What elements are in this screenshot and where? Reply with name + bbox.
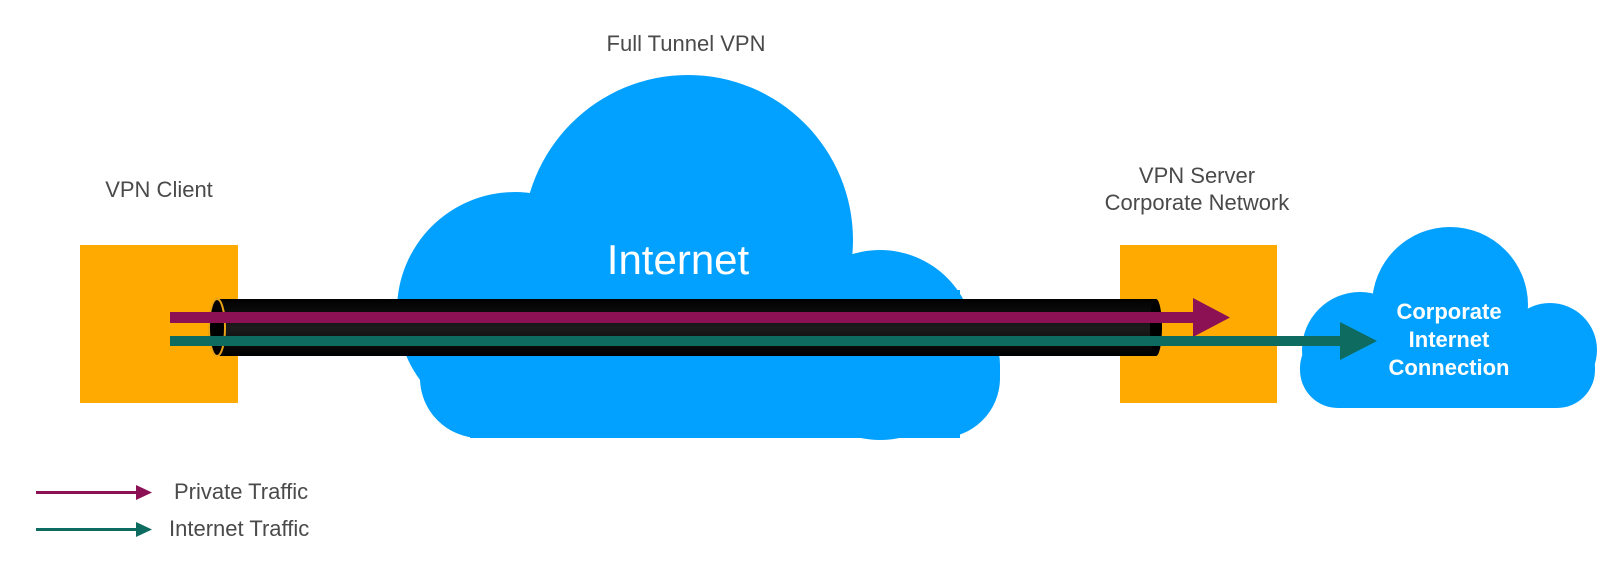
- tunnel-opening: [208, 298, 226, 357]
- legend-private-label: Private Traffic: [174, 479, 308, 504]
- corporate-network-label: Corporate Network: [1105, 190, 1291, 215]
- vpn-server-label: VPN Server: [1139, 163, 1255, 188]
- vpn-tunnel: [208, 298, 1162, 357]
- corporate-connection-line2: Internet: [1409, 327, 1490, 352]
- internet-label: Internet: [607, 236, 750, 283]
- internet-traffic-arrow-icon: [170, 322, 1377, 360]
- private-traffic-arrow-icon: [170, 298, 1230, 337]
- diagram-title: Full Tunnel VPN: [607, 31, 766, 56]
- corporate-cloud-icon: [1300, 227, 1597, 408]
- legend-private-arrow-icon: [36, 485, 152, 500]
- legend-internet-label: Internet Traffic: [169, 516, 309, 541]
- corporate-connection-line3: Connection: [1389, 355, 1510, 380]
- legend-internet-arrow-icon: [36, 522, 152, 537]
- vpn-client-label: VPN Client: [105, 177, 213, 202]
- corporate-connection-line1: Corporate: [1396, 299, 1501, 324]
